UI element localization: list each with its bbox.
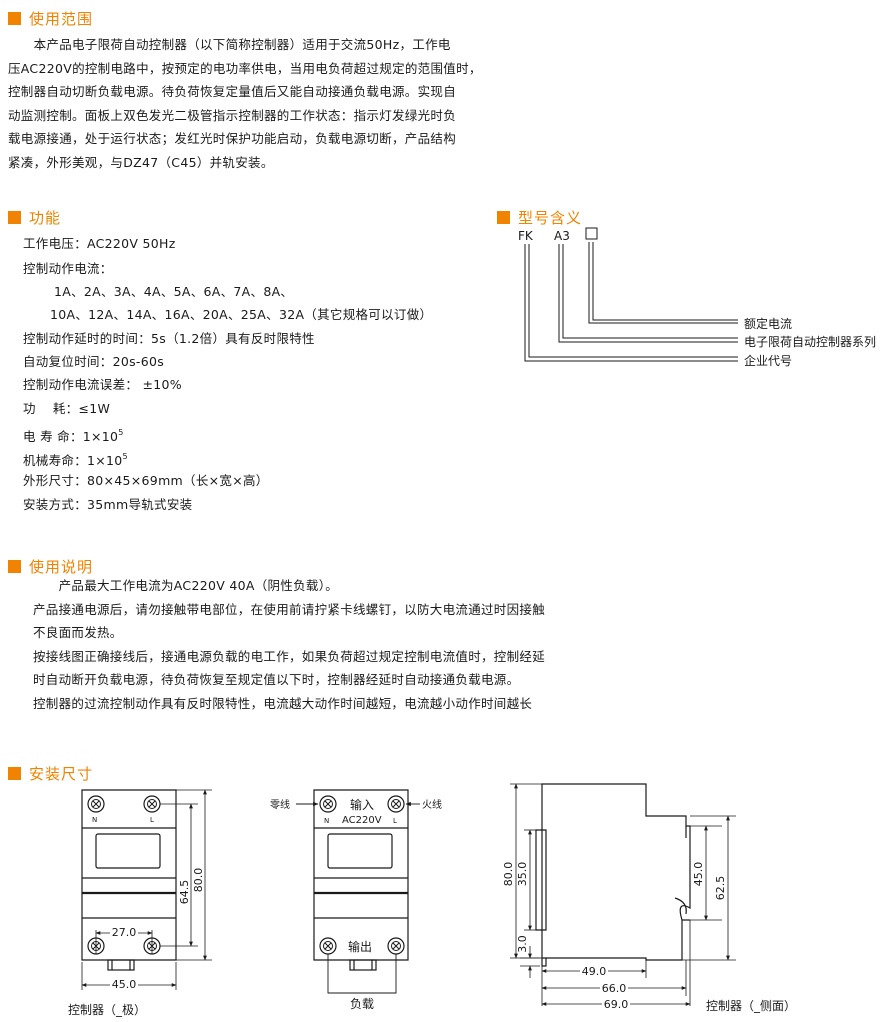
section-title: 使用范围 <box>29 10 94 28</box>
spec-current-row: 10A、12A、14A、16A、20A、25A、32A（其它规格可以订做） <box>50 307 433 322</box>
caption-side: 控制器（_侧面） <box>706 999 796 1013</box>
screw-terminal-icon <box>319 937 337 955</box>
usage-line: 不良面而发热。 <box>33 625 123 640</box>
section-header-model: 型号含义 <box>497 207 582 228</box>
wiring-load-label: 负载 <box>350 997 374 1011</box>
spec-current-label: 控制动作电流： <box>23 261 113 276</box>
dim-35-0: 35.0 <box>516 862 529 887</box>
bullet-square-icon <box>8 12 21 25</box>
screw-terminal-icon <box>319 795 337 813</box>
usage-line: 产品接通电源后，请勿接触带电部位，在使用前请拧紧卡线螺钉，以防大电流通过时因接触 <box>33 601 546 617</box>
wiring-drawing: 输入 N AC220V L 输出 零线 火线 负载 <box>270 789 442 1011</box>
wiring-lines <box>296 801 420 994</box>
scope-paragraph: 本产品电子限荷自动控制器（以下简称控制器）适用于交流50Hz，工作电 压AC22… <box>8 33 482 174</box>
spec-reset: 自动复位时间：20s-60s <box>23 354 165 369</box>
wiring-output-label: 输出 <box>348 939 372 954</box>
terminal-label-n: N <box>92 816 97 824</box>
spec-error: 控制动作电流误差： ±10% <box>23 377 182 392</box>
front-view-drawing: N L 64.5 80.0 27.0 45.0 控制器（_极） <box>68 789 212 1017</box>
dim-80-0: 80.0 <box>192 868 205 893</box>
section-title: 安装尺寸 <box>29 765 94 783</box>
section-title: 使用说明 <box>29 558 94 576</box>
model-rated-box <box>585 227 598 240</box>
section-header-scope: 使用范围 <box>8 8 93 29</box>
caption-front: 控制器（_极） <box>68 1003 146 1017</box>
section-header-install: 安装尺寸 <box>8 763 93 784</box>
scope-line: 紧凑，外形美观，与DZ47（C45）并轨安装。 <box>8 154 274 170</box>
model-code-prefix: FK <box>518 229 534 243</box>
scope-line: 载电源接通，处于运行状态；发红光时保护功能启动，负载电源切断，产品结构 <box>8 131 457 146</box>
wiring-ac-label: AC220V <box>342 815 382 826</box>
bullet-square-icon <box>497 211 510 224</box>
dim-45-0: 45.0 <box>112 978 137 991</box>
spec-power: 功 耗：≤1W <box>23 401 111 416</box>
side-profile <box>535 783 691 967</box>
dim-69-0: 69.0 <box>604 998 629 1011</box>
dim-62-5: 62.5 <box>714 876 727 901</box>
model-desc-series: 电子限荷自动控制器系列 <box>744 335 876 349</box>
section-header-function: 功能 <box>8 207 61 228</box>
wiring-input-label: 输入 <box>350 797 374 812</box>
scope-line: 控制器自动切断负载电源。待负荷恢复定量值后又能自动接通负载电源。实现自 <box>8 84 457 99</box>
dim-49-0: 49.0 <box>582 965 607 978</box>
usage-line: 产品最大工作电流为AC220V 40A（阴性负载）。 <box>33 578 339 593</box>
screw-terminal-icon <box>143 795 161 813</box>
screw-terminal-icon <box>387 795 405 813</box>
spec-mechanical-life: 机械寿命：1×105 <box>23 452 128 468</box>
spec-electrical-life: 电 寿 命：1×105 <box>23 428 124 444</box>
bullet-square-icon <box>8 767 21 780</box>
usage-paragraph: 产品最大工作电流为AC220V 40A（阴性负载）。 产品接通电源后，请勿接触带… <box>33 574 545 715</box>
dimension-lines <box>510 783 736 1006</box>
side-view-drawing: 80.0 35.0 3.0 45.0 62.5 49.0 66.0 69.0 控… <box>502 783 796 1013</box>
model-code-series: A3 <box>554 229 570 243</box>
bullet-square-icon <box>8 211 21 224</box>
model-code-diagram: FK A3 额定电流 电子限荷自动控制器系列 企业代号 <box>518 227 876 368</box>
exponent: 5 <box>118 428 124 437</box>
terminal-label-l: L <box>150 816 154 824</box>
usage-line: 控制器的过流控制动作具有反时限特性，电流越大动作时间越短，电流越小动作时间越长 <box>33 695 533 711</box>
screw-terminal-icon <box>87 795 105 813</box>
dim-3-0: 3.0 <box>516 935 529 953</box>
model-desc-company: 企业代号 <box>744 353 792 368</box>
dim-80-0: 80.0 <box>502 862 515 887</box>
wiring-live-label: 火线 <box>422 798 442 811</box>
spec-mount: 安装方式：35mm导轨式安装 <box>23 497 193 512</box>
exponent: 5 <box>122 452 128 461</box>
dim-45-0: 45.0 <box>692 862 705 887</box>
spec-size: 外形尺寸：80×45×69mm（长×宽×高） <box>23 473 269 488</box>
section-title: 功能 <box>29 209 62 227</box>
model-leader-lines <box>524 242 738 362</box>
usage-line: 按接线图正确接线后，接通电源负载的电工作，如果负荷超过规定控制电流值时，控制经延 <box>33 648 546 664</box>
dim-66-0: 66.0 <box>602 982 627 995</box>
bullet-square-icon <box>8 560 21 573</box>
screw-terminal-icon <box>387 937 405 955</box>
scope-line: 本产品电子限荷自动控制器（以下简称控制器）适用于交流50Hz，工作电 <box>8 37 451 52</box>
spec-delay: 控制动作延时的时间：5s（1.2倍）具有反时限特性 <box>23 331 315 346</box>
wiring-neutral-label: 零线 <box>270 798 290 811</box>
spec-current-row: 1A、2A、3A、4A、5A、6A、7A、8A、 <box>54 284 294 299</box>
scope-line: 压AC220V的控制电路中，按预定的电功率供电，当用电负荷超过规定的范围值时， <box>8 60 482 76</box>
scope-line: 动监测控制。面板上双色发光二极管指示控制器的工作状态：指示灯发绿光时负 <box>8 107 457 123</box>
usage-line: 时自动断开负载电源，待负荷恢复至规定值以下时，控制器经延时自动接通负载电源。 <box>33 672 520 687</box>
spec-voltage: 工作电压：AC220V 50Hz <box>23 236 176 251</box>
dim-64-5: 64.5 <box>178 880 191 905</box>
section-header-usage: 使用说明 <box>8 556 93 577</box>
dim-27-0: 27.0 <box>112 926 137 939</box>
terminal-label-n: N <box>324 817 329 825</box>
terminal-label-l: L <box>393 817 397 825</box>
model-desc-rated: 额定电流 <box>744 316 792 331</box>
section-title: 型号含义 <box>518 209 583 227</box>
